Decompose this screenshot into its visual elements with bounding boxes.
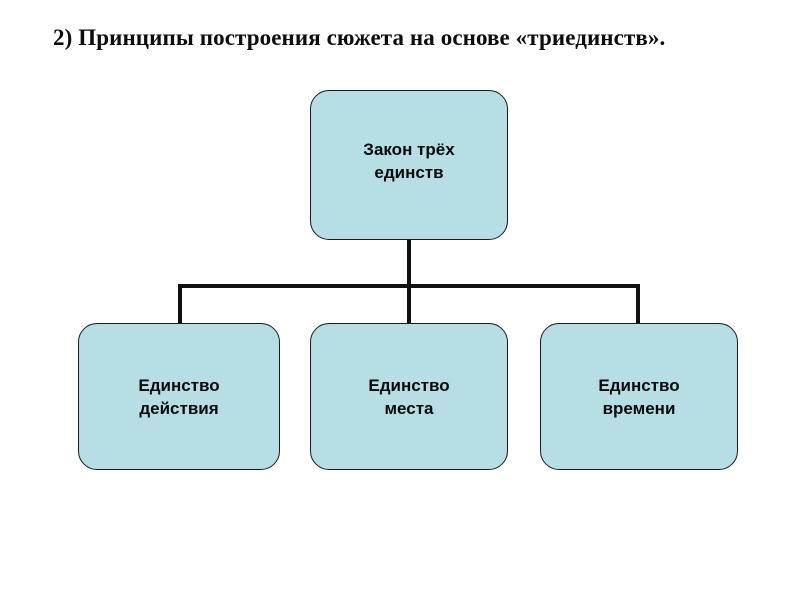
diagram-node-unity-of-place-label: Единство места [368,375,450,418]
diagram-node-unity-of-time[interactable]: Единство времени [540,323,738,470]
diagram-node-unity-of-time-label: Единство времени [598,375,680,418]
diagram-node-root[interactable]: Закон трёх единств [310,90,508,240]
diagram-node-unity-of-action[interactable]: Единство действия [78,323,280,470]
page-title: 2) Принципы построения сюжета на основе … [53,25,666,50]
diagram-node-unity-of-place[interactable]: Единство места [310,323,508,470]
diagram-node-unity-of-action-label: Единство действия [138,375,220,418]
diagram-node-root-label: Закон трёх единств [363,140,455,182]
